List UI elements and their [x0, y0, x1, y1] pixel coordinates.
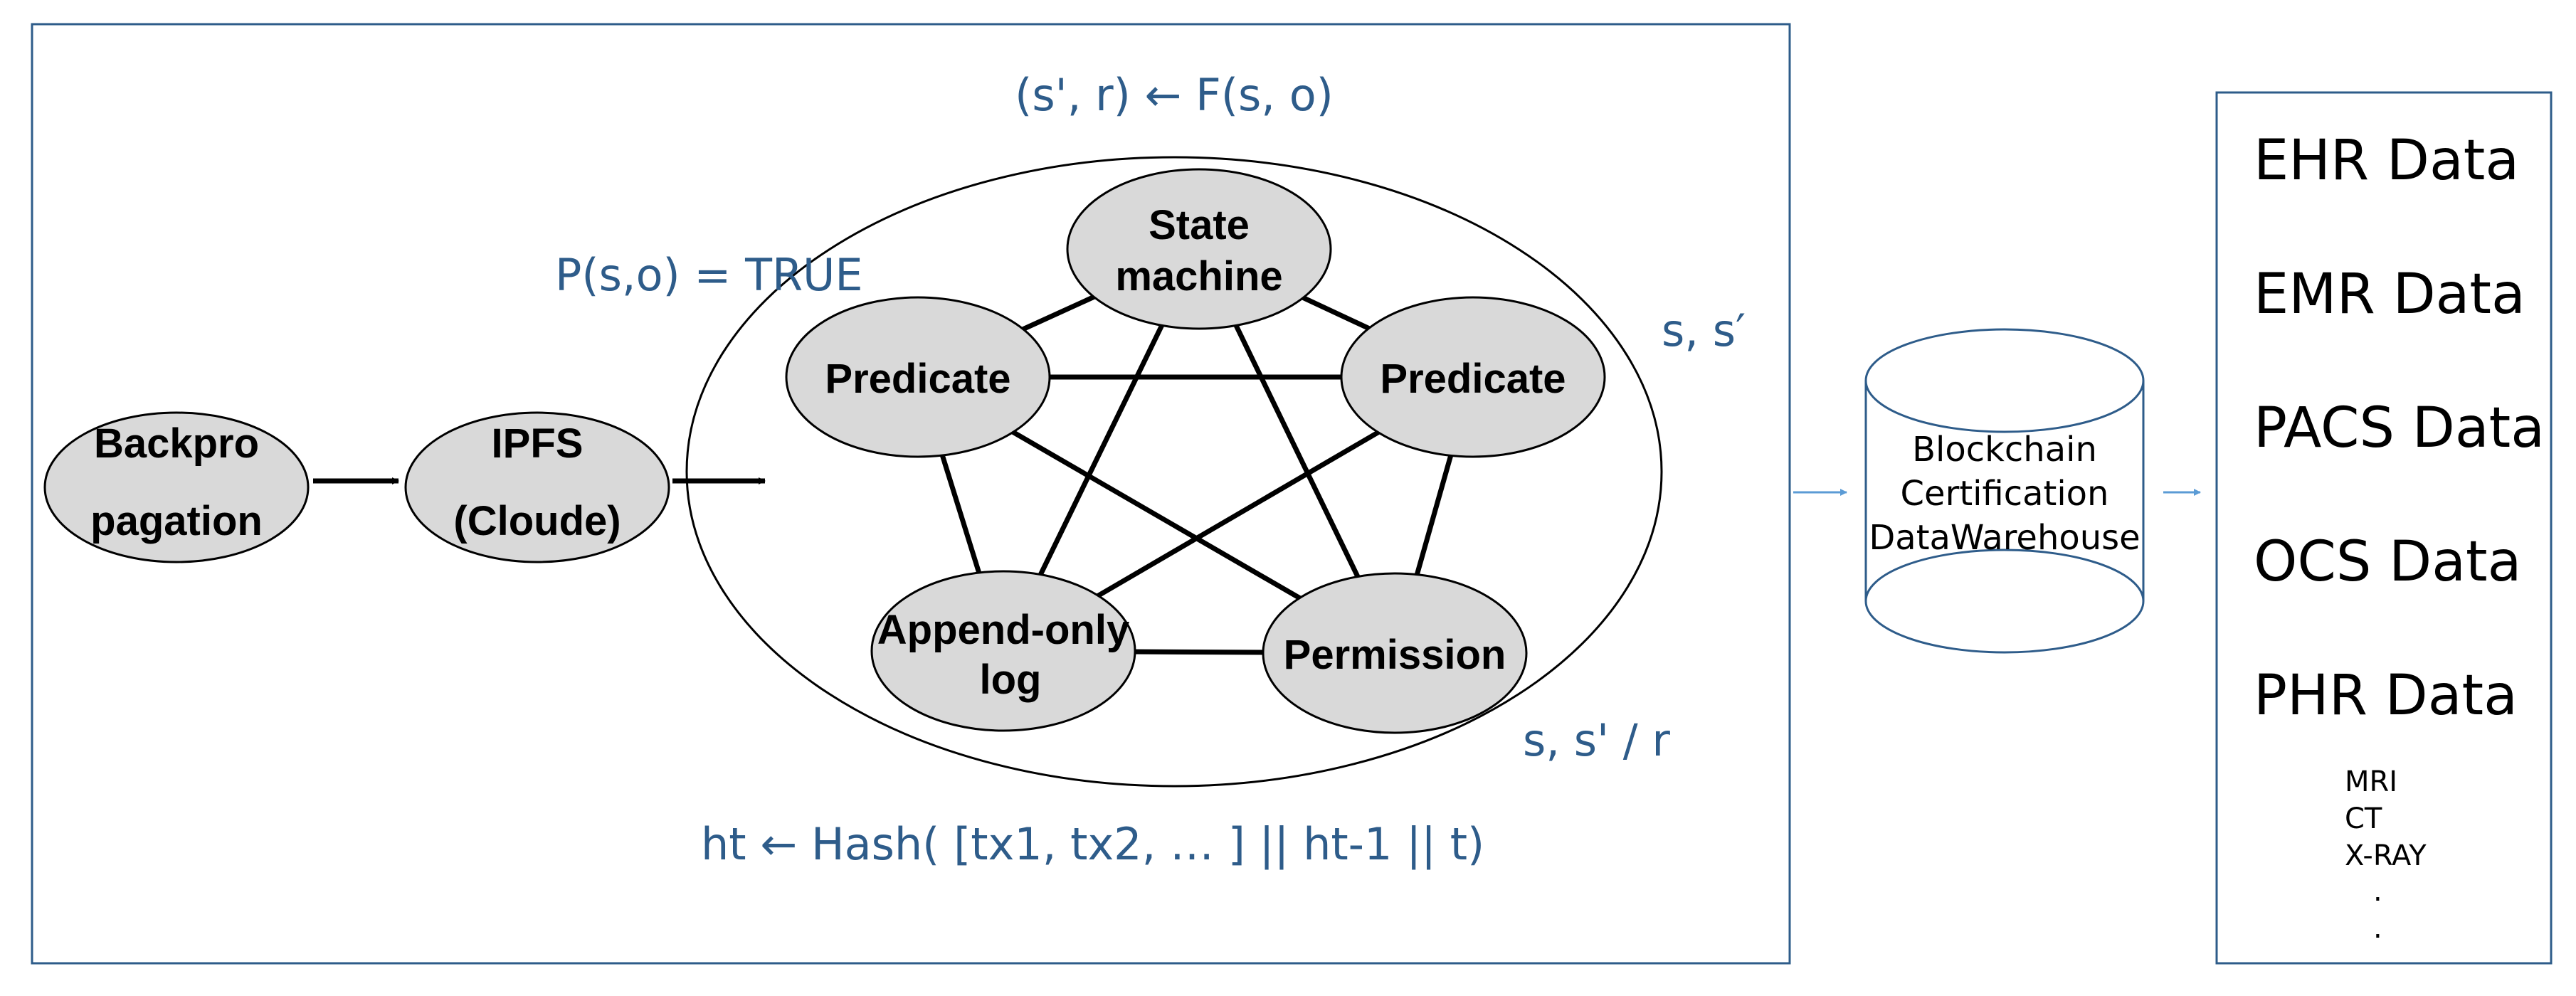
blockchain-frame: [31, 23, 1791, 965]
node-append-only-log-line2: log: [980, 657, 1042, 703]
formula-state-pair: s, s′: [1662, 304, 1746, 356]
node-state-machine-line2: machine: [1115, 253, 1282, 300]
phr-sub-item-ct: CT: [2345, 802, 2382, 835]
database-label-line2: Certification: [1901, 474, 2109, 514]
node-backpropagation: Backpro pagation: [43, 411, 310, 563]
database-cylinder: Blockchain Certification DataWarehouse: [1864, 328, 2145, 654]
phr-sub-item-mri: MRI: [2345, 765, 2397, 798]
node-state-machine-line1: State: [1149, 202, 1250, 248]
database-label-line1: Blockchain: [1912, 430, 2097, 470]
node-predicate-right: Predicate: [1340, 296, 1606, 458]
node-backpropagation-line1: Backpro: [94, 420, 259, 467]
node-state-machine: State machine: [1066, 168, 1332, 330]
node-predicate-left: Predicate: [785, 296, 1051, 458]
database-label-line3: DataWarehouse: [1869, 518, 2140, 558]
node-append-only-log: Append-only log: [870, 570, 1136, 732]
node-backpropagation-line2: pagation: [90, 498, 263, 544]
formula-state-transition: (s', r) ← F(s, o): [1015, 69, 1334, 121]
node-ipfs-line2: (Cloude): [453, 498, 621, 544]
node-ipfs-line1: IPFS: [492, 420, 584, 467]
node-append-only-log-line1: Append-only: [877, 607, 1129, 653]
node-predicate-left-label: Predicate: [825, 356, 1010, 402]
data-source-ehr: EHR Data: [2254, 129, 2519, 193]
phr-sub-item-xray: X-RAY: [2345, 839, 2427, 872]
node-ipfs: IPFS (Cloude): [404, 411, 670, 563]
data-source-ocs: OCS Data: [2254, 530, 2521, 594]
data-source-pacs: PACS Data: [2254, 396, 2545, 460]
phr-sub-item-ellipsis-1: .: [2373, 875, 2382, 908]
formula-state-result: s, s' / r: [1523, 714, 1670, 766]
consensus-ellipse: [685, 156, 1663, 788]
data-sources-frame: [2215, 91, 2553, 965]
node-predicate-right-label: Predicate: [1380, 356, 1566, 402]
phr-sub-item-ellipsis-2: .: [2373, 912, 2382, 945]
data-source-emr: EMR Data: [2254, 263, 2525, 327]
phr-sub-list: MRI CT X-RAY . .: [2345, 765, 2427, 945]
node-permission-label: Permission: [1284, 632, 1506, 678]
formula-hash: ht ← Hash( [tx1, tx2, … ] || ht-1 || t): [701, 818, 1484, 871]
data-source-list: EHR Data EMR Data PACS Data OCS Data PHR…: [2254, 129, 2545, 728]
formula-predicate-true: P(s,o) = TRUE: [555, 249, 863, 301]
data-source-phr: PHR Data: [2254, 664, 2518, 728]
node-permission: Permission: [1262, 572, 1528, 734]
